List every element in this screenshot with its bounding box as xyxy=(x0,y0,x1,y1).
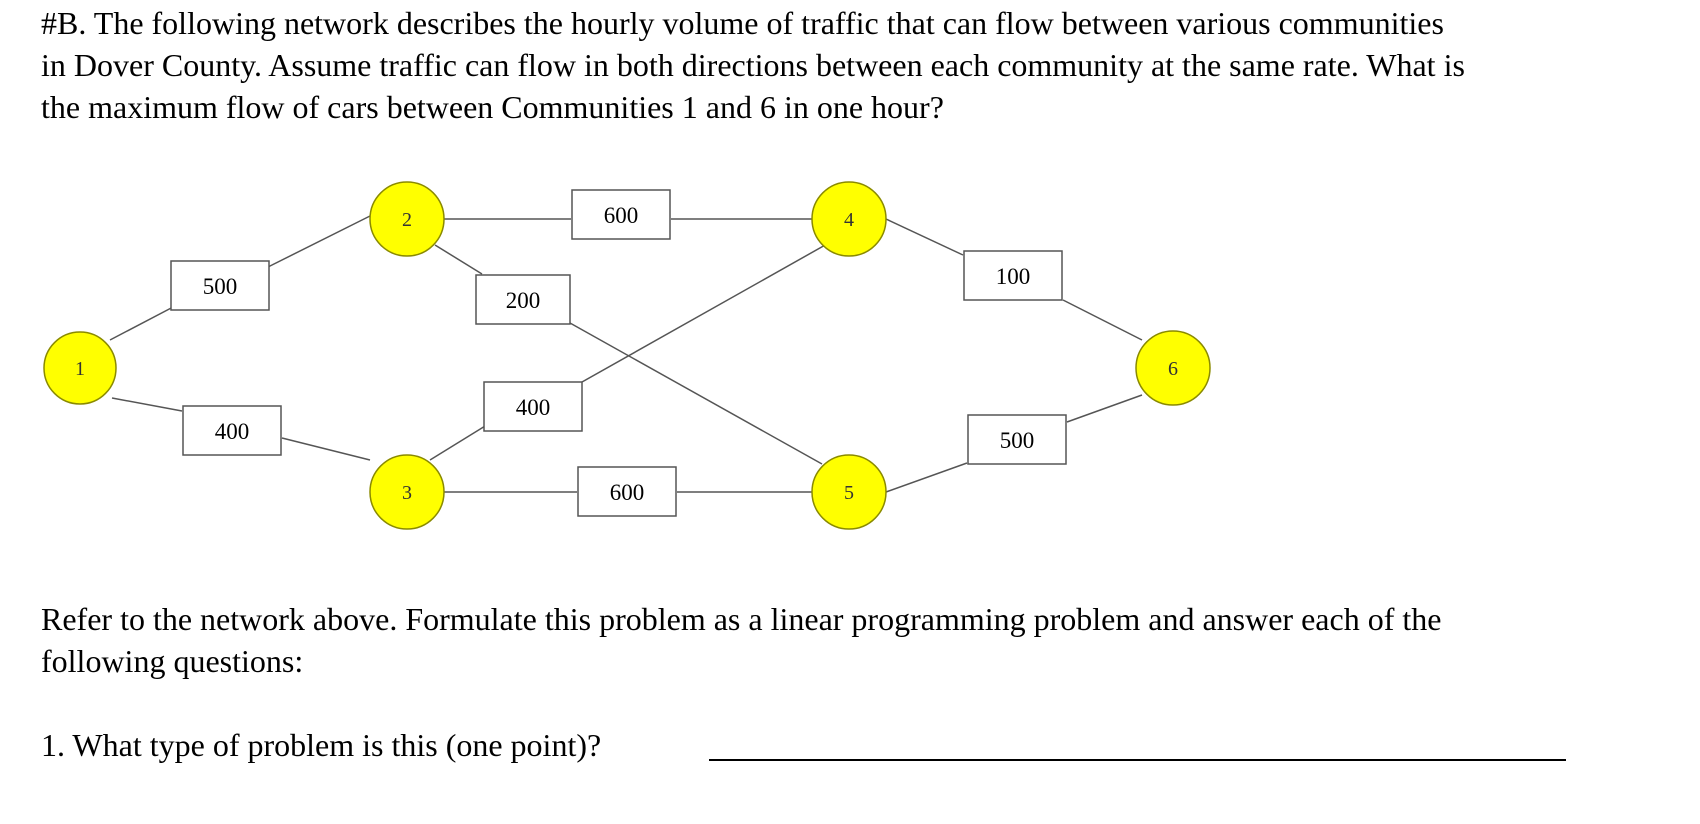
capacity-box-5-6: 500 xyxy=(967,414,1067,465)
capacity-label-1-3: 400 xyxy=(215,419,250,444)
node-label-4: 4 xyxy=(844,209,854,231)
network-edges xyxy=(109,215,1143,493)
network-diagram: 500 400 600 200 400 600 100 500 xyxy=(43,181,1211,530)
node-circle-5 xyxy=(811,454,887,530)
edge-line-5-6b xyxy=(1066,394,1143,423)
capacity-box-3-4: 400 xyxy=(483,381,583,432)
problem-statement: #B. The following network describes the … xyxy=(41,2,1681,128)
answer-blank-1[interactable] xyxy=(709,759,1566,761)
node-5: 5 xyxy=(811,454,887,530)
node-circle-4 xyxy=(811,181,887,257)
capacity-box-2-4: 600 xyxy=(571,189,671,240)
node-label-1: 1 xyxy=(75,358,85,380)
node-label-2: 2 xyxy=(402,209,412,231)
edge-line-1-2a xyxy=(109,305,176,341)
node-label-6: 6 xyxy=(1168,358,1178,380)
question-1: 1. What type of problem is this (one poi… xyxy=(41,727,602,763)
capacity-label-2-4: 600 xyxy=(604,203,639,228)
edge-line-2-5a xyxy=(434,244,483,275)
network-nodes: 1 2 3 4 5 6 xyxy=(43,181,1211,530)
instructions: Refer to the network above. Formulate th… xyxy=(41,598,1681,682)
capacity-box-4-6: 100 xyxy=(963,250,1063,301)
edge-line-4-6b xyxy=(1062,299,1143,341)
edge-capacity-labels: 500 400 600 200 400 600 100 500 xyxy=(170,189,1067,517)
capacity-label-5-6: 500 xyxy=(1000,428,1035,453)
node-label-5: 5 xyxy=(844,482,854,504)
node-1: 1 xyxy=(43,331,117,405)
capacity-box-3-5: 600 xyxy=(577,466,677,517)
capacity-box-2-5: 200 xyxy=(475,274,571,325)
capacity-label-4-6: 100 xyxy=(996,264,1031,289)
edge-line-2-5b xyxy=(569,322,823,465)
problem-line-1: #B. The following network describes the … xyxy=(41,5,1444,41)
edge-line-5-6a xyxy=(885,462,968,493)
instructions-line-2: following questions: xyxy=(41,643,304,679)
capacity-label-2-5: 200 xyxy=(506,288,541,313)
node-4: 4 xyxy=(811,181,887,257)
node-label-3: 3 xyxy=(402,482,412,504)
node-circle-1 xyxy=(43,331,117,405)
edge-line-3-4b xyxy=(581,243,828,383)
capacity-box-1-2: 500 xyxy=(170,260,270,311)
capacity-label-3-5: 600 xyxy=(610,480,645,505)
node-circle-3 xyxy=(369,454,445,530)
edge-line-1-3b xyxy=(281,437,371,461)
edge-line-1-2b xyxy=(267,215,371,268)
problem-line-2: in Dover County. Assume traffic can flow… xyxy=(41,47,1465,83)
capacity-label-3-4: 400 xyxy=(516,395,551,420)
node-2: 2 xyxy=(369,181,445,257)
edge-line-4-6a xyxy=(885,218,964,256)
node-6: 6 xyxy=(1135,330,1211,406)
capacity-box-1-3: 400 xyxy=(182,405,282,456)
capacity-label-1-2: 500 xyxy=(203,274,238,299)
node-circle-6 xyxy=(1135,330,1211,406)
edge-line-3-4a xyxy=(429,422,491,461)
problem-line-3: the maximum flow of cars between Communi… xyxy=(41,89,944,125)
node-circle-2 xyxy=(369,181,445,257)
edge-line-1-3a xyxy=(111,397,183,412)
instructions-line-1: Refer to the network above. Formulate th… xyxy=(41,601,1442,637)
node-3: 3 xyxy=(369,454,445,530)
